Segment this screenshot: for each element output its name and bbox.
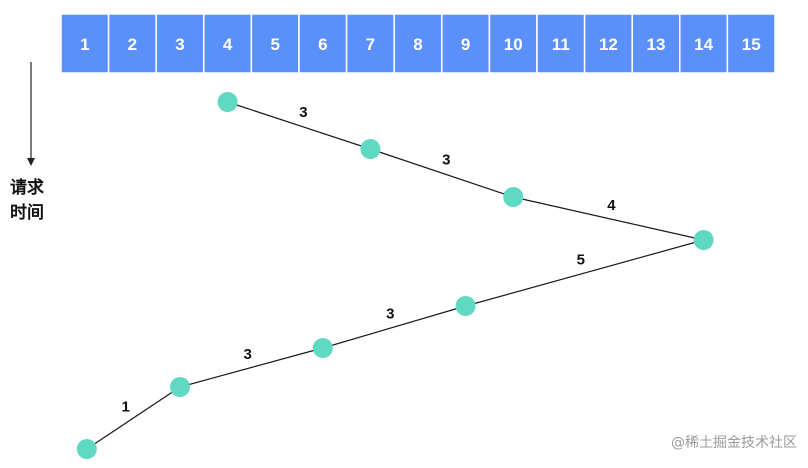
- visit-node: [360, 139, 381, 159]
- distance-label: 3: [244, 346, 252, 363]
- track-cell: 10: [488, 13, 538, 74]
- track-number: 3: [175, 35, 184, 54]
- track-cell: 5: [250, 13, 300, 74]
- track-cell: 11: [536, 13, 586, 74]
- distance-label: 3: [386, 306, 394, 323]
- track-cell: 1: [60, 13, 110, 74]
- track-cell: 7: [345, 13, 395, 74]
- track-number: 12: [599, 35, 618, 54]
- visit-path: 3 3 4 5 3 3 1: [86, 101, 704, 450]
- path-segment: [86, 386, 181, 450]
- track-cell: 13: [631, 13, 681, 74]
- track-number: 13: [647, 35, 666, 54]
- distance-label: 3: [299, 104, 307, 121]
- track-number: 5: [270, 35, 279, 54]
- watermark: @稀土掘金技术社区: [671, 435, 797, 451]
- track-cell: 3: [155, 13, 205, 74]
- track-cell: 14: [679, 13, 729, 74]
- track-number: 15: [742, 35, 761, 54]
- path-segment: [465, 239, 704, 307]
- visit-node: [693, 230, 714, 250]
- visit-node: [170, 377, 190, 397]
- track-cell: 12: [583, 13, 633, 74]
- track-cell: 2: [107, 13, 157, 74]
- track-number: 2: [128, 35, 137, 54]
- track-number: 6: [318, 35, 327, 54]
- track-number: 8: [413, 35, 422, 54]
- axis-label-line2: 时间: [10, 202, 44, 223]
- track-cell: 15: [726, 13, 776, 74]
- track-number: 14: [694, 35, 713, 54]
- track-number: 7: [366, 35, 375, 54]
- track-number: 10: [504, 35, 523, 54]
- track-number: 4: [223, 35, 233, 54]
- track-cell: 8: [393, 13, 443, 74]
- time-axis: 请求 时间: [10, 62, 44, 223]
- visit-node: [455, 296, 476, 316]
- path-segment: [370, 148, 514, 198]
- axis-label-line1: 请求: [10, 177, 44, 198]
- visit-node: [312, 338, 333, 358]
- distance-label: 5: [577, 252, 585, 269]
- visit-node: [217, 92, 238, 112]
- path-segment: [227, 101, 371, 150]
- visit-nodes: [76, 92, 714, 459]
- track-number: 9: [461, 35, 470, 54]
- path-segment: [322, 305, 466, 349]
- track-number: 1: [80, 35, 89, 54]
- distance-label: 4: [607, 197, 616, 214]
- path-segment: [179, 347, 323, 388]
- visit-node: [503, 187, 524, 207]
- arrow-head-icon: [27, 158, 35, 166]
- track-number: 11: [552, 35, 570, 54]
- path-segment: [513, 196, 704, 241]
- track-cell: 9: [441, 13, 491, 74]
- distance-label: 1: [121, 398, 129, 415]
- visit-node: [76, 439, 97, 459]
- track-cell: 6: [298, 13, 348, 74]
- track-cell: 4: [203, 13, 253, 74]
- distance-label: 3: [442, 152, 450, 169]
